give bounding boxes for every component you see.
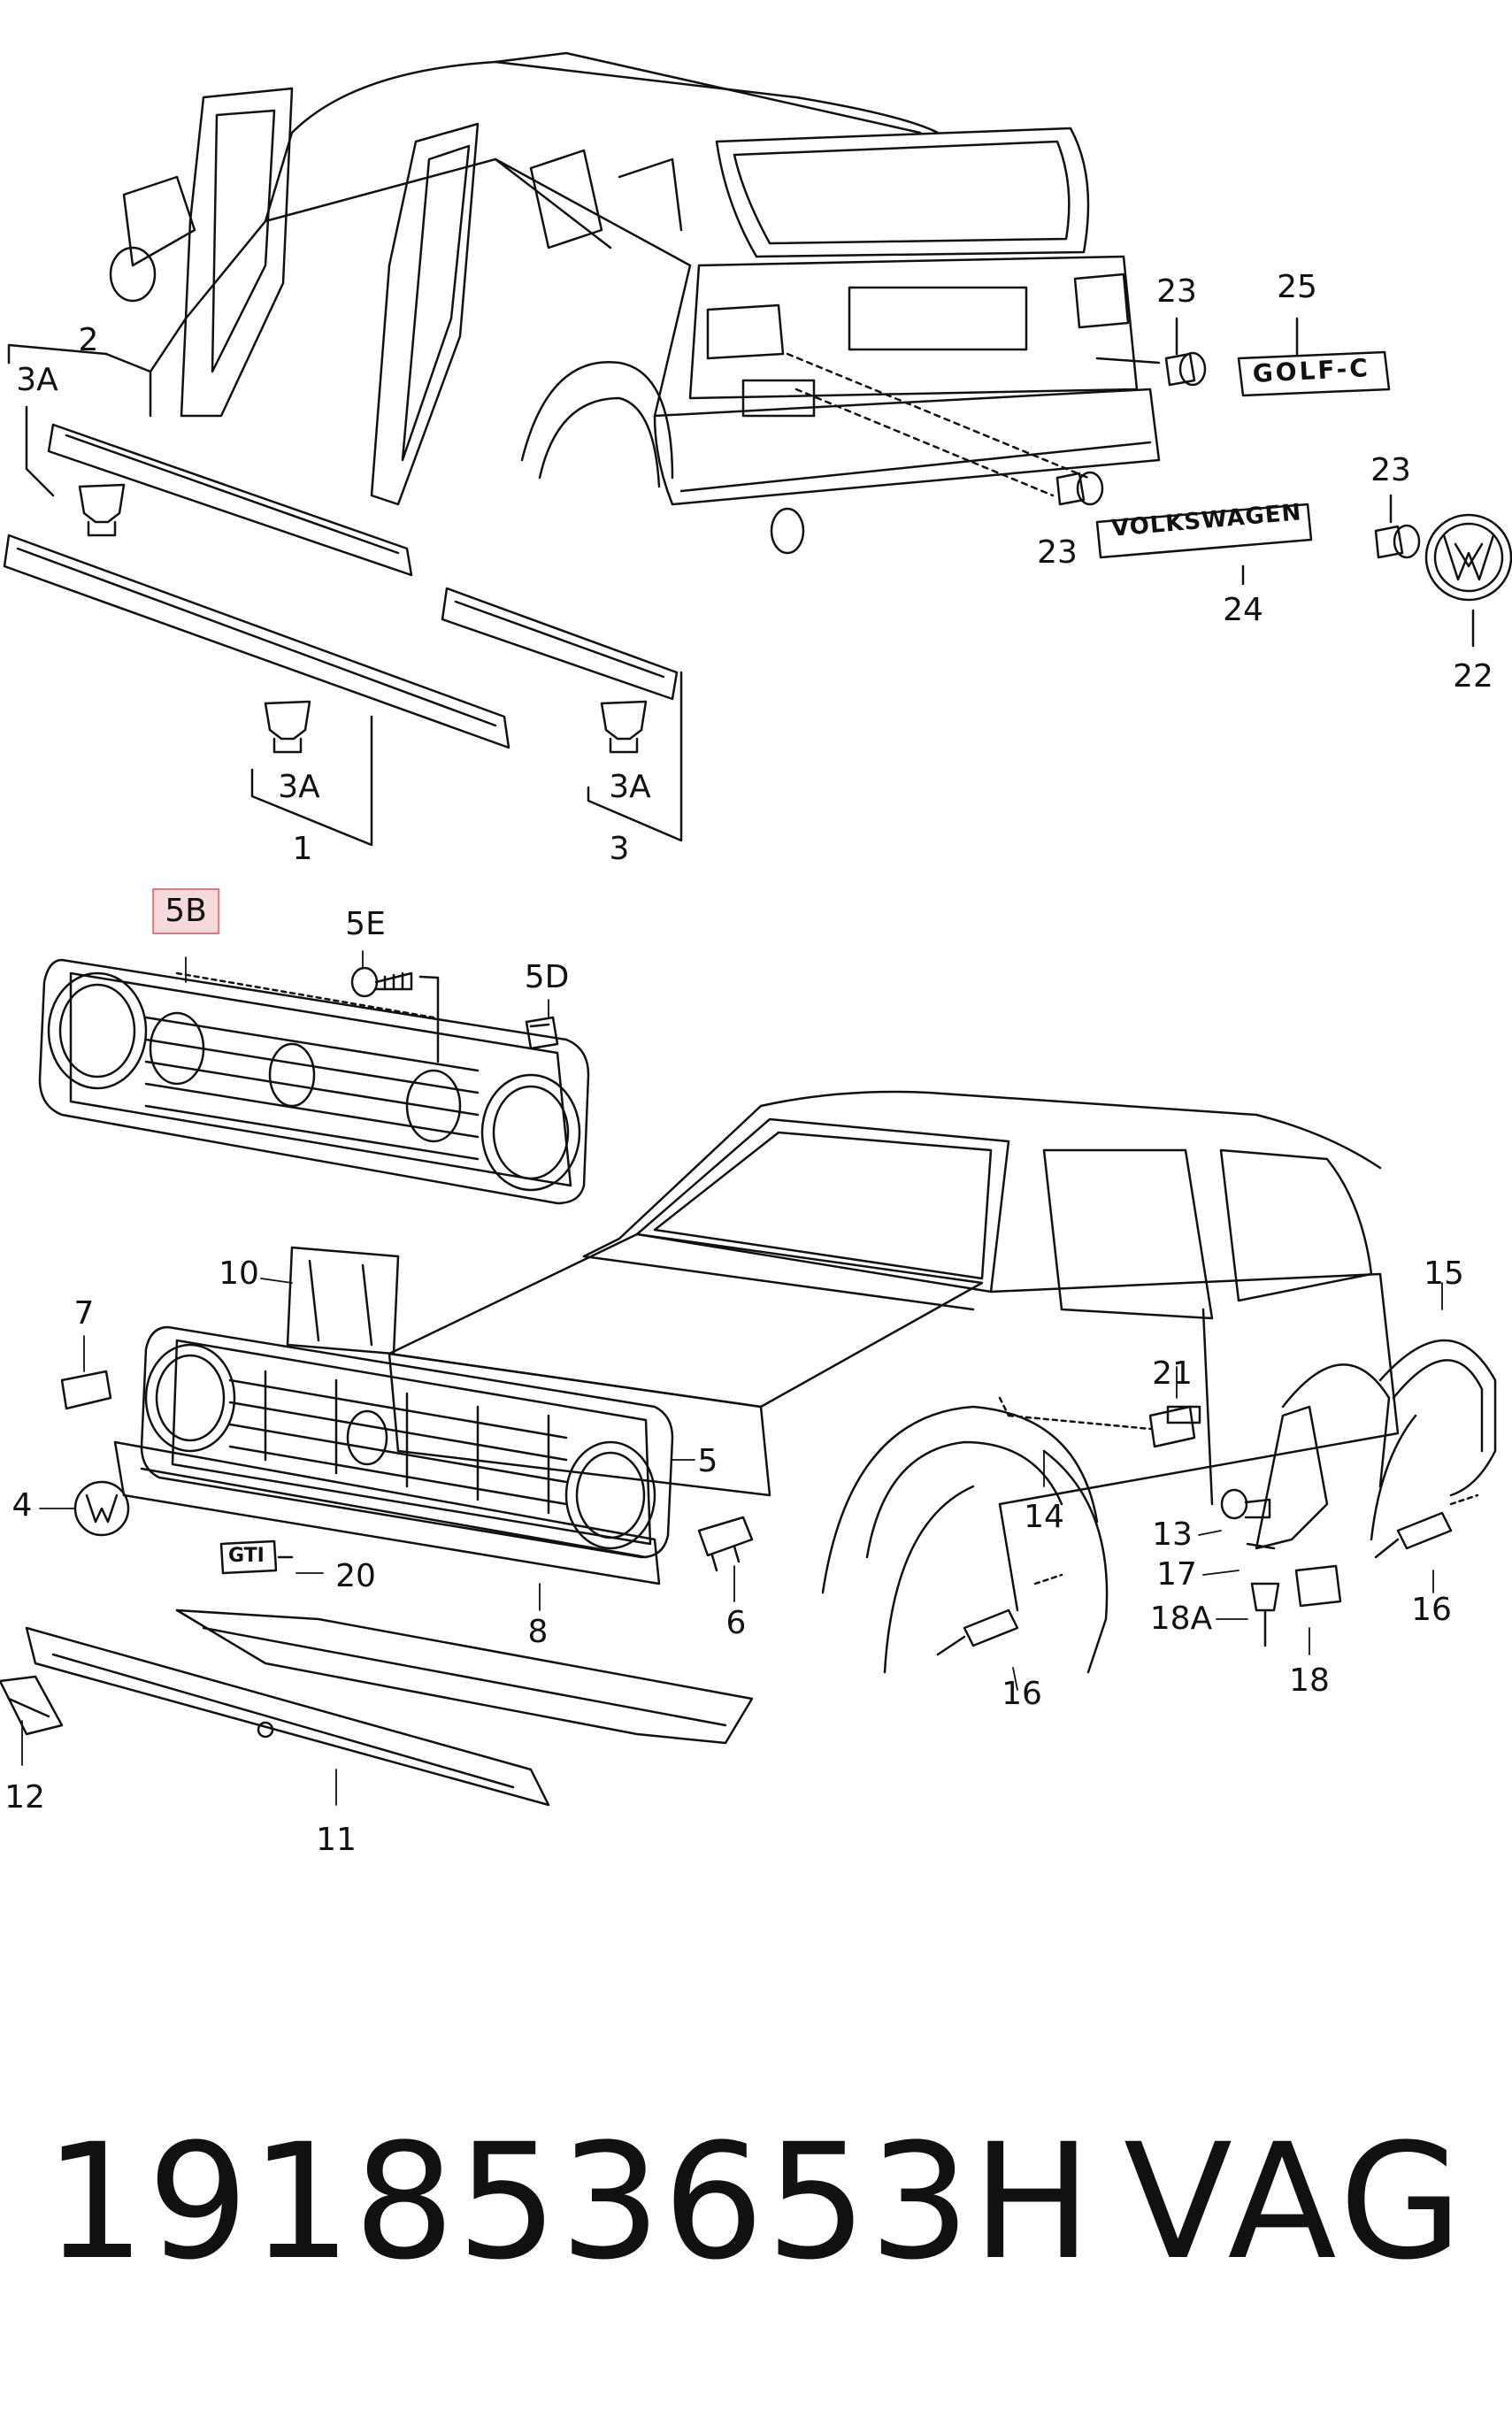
callout-23-a: 23	[1156, 273, 1197, 310]
lower-trim-11	[27, 1628, 549, 1805]
part-7	[62, 1371, 111, 1409]
leader-lines	[22, 951, 1442, 1805]
callout-10: 10	[219, 1255, 259, 1292]
bracket-lines	[9, 319, 1473, 845]
callout-23-c: 23	[1370, 452, 1411, 488]
callout-15: 15	[1424, 1255, 1464, 1292]
callout-11: 11	[316, 1822, 357, 1858]
callout-3a-left: 3A	[278, 769, 320, 805]
clip-3a-left	[265, 702, 310, 752]
callout-6: 6	[725, 1605, 747, 1641]
flap-17	[1247, 1407, 1327, 1548]
bracket-12	[0, 1677, 62, 1734]
callout-17: 17	[1156, 1556, 1197, 1593]
callout-24: 24	[1223, 592, 1263, 628]
front-car-drawing	[389, 1092, 1398, 1672]
callout-16-right: 16	[1411, 1592, 1452, 1628]
rear-badges	[1057, 352, 1511, 600]
diagram-drawing	[0, 0, 1512, 1911]
callout-18: 18	[1289, 1662, 1330, 1699]
clip-13	[1222, 1490, 1270, 1518]
clip-3a-right	[602, 702, 646, 752]
callout-5d: 5D	[524, 959, 570, 995]
footer: 191853653H VAG	[35, 2123, 1477, 2327]
callout-12: 12	[4, 1779, 45, 1816]
screw-5e	[352, 968, 438, 1062]
callout-1: 1	[292, 831, 313, 867]
part-number: 191853653H	[44, 2110, 1094, 2295]
grille-5b-drawing	[40, 960, 588, 1203]
callout-21: 21	[1152, 1355, 1193, 1392]
rivet-16-left	[938, 1575, 1062, 1654]
callout-25: 25	[1277, 269, 1317, 305]
rivet-16-right	[1376, 1495, 1477, 1557]
golf-badge-text: GOLF-C	[1252, 353, 1371, 388]
fender-15	[1371, 1340, 1495, 1539]
bracket-10	[288, 1248, 398, 1354]
gti-badge-text: GTI	[228, 1545, 265, 1567]
callout-5: 5	[697, 1443, 718, 1479]
front-grille-5-drawing	[142, 1327, 672, 1557]
emblem-4	[75, 1482, 128, 1535]
callout-3a-top: 3A	[16, 362, 58, 398]
part-6	[699, 1517, 752, 1570]
rear-car-drawing	[111, 53, 1159, 553]
sill-trims	[4, 425, 677, 748]
callout-8: 8	[527, 1614, 549, 1650]
lower-trim-11b	[177, 1610, 752, 1743]
callout-18a: 18A	[1149, 1601, 1213, 1637]
callout-14: 14	[1024, 1499, 1064, 1535]
callout-20: 20	[335, 1558, 376, 1594]
callout-7: 7	[73, 1295, 95, 1332]
callout-4: 4	[12, 1487, 33, 1524]
callout-16-left: 16	[1002, 1676, 1042, 1712]
rivet-18a	[1252, 1584, 1278, 1646]
parts-diagram: 2 3A 3A 1 3A 3 23 25 23 24 23 22 5B 5E 5…	[0, 0, 1512, 1911]
spoiler-8	[115, 1442, 659, 1584]
callout-5e: 5E	[345, 906, 386, 942]
callout-3a-right: 3A	[609, 769, 651, 805]
clip-18	[1296, 1566, 1340, 1606]
callout-22: 22	[1453, 658, 1493, 695]
callout-23-b: 23	[1037, 534, 1078, 571]
callout-3: 3	[609, 831, 630, 867]
clip-3a-top	[80, 485, 124, 535]
brand-name: VAG	[1123, 2110, 1468, 2295]
clip-5d	[526, 1017, 557, 1048]
callout-13: 13	[1152, 1516, 1193, 1553]
badge-gti	[221, 1541, 292, 1573]
callout-5b: 5B	[152, 888, 219, 934]
callout-2: 2	[78, 322, 99, 358]
